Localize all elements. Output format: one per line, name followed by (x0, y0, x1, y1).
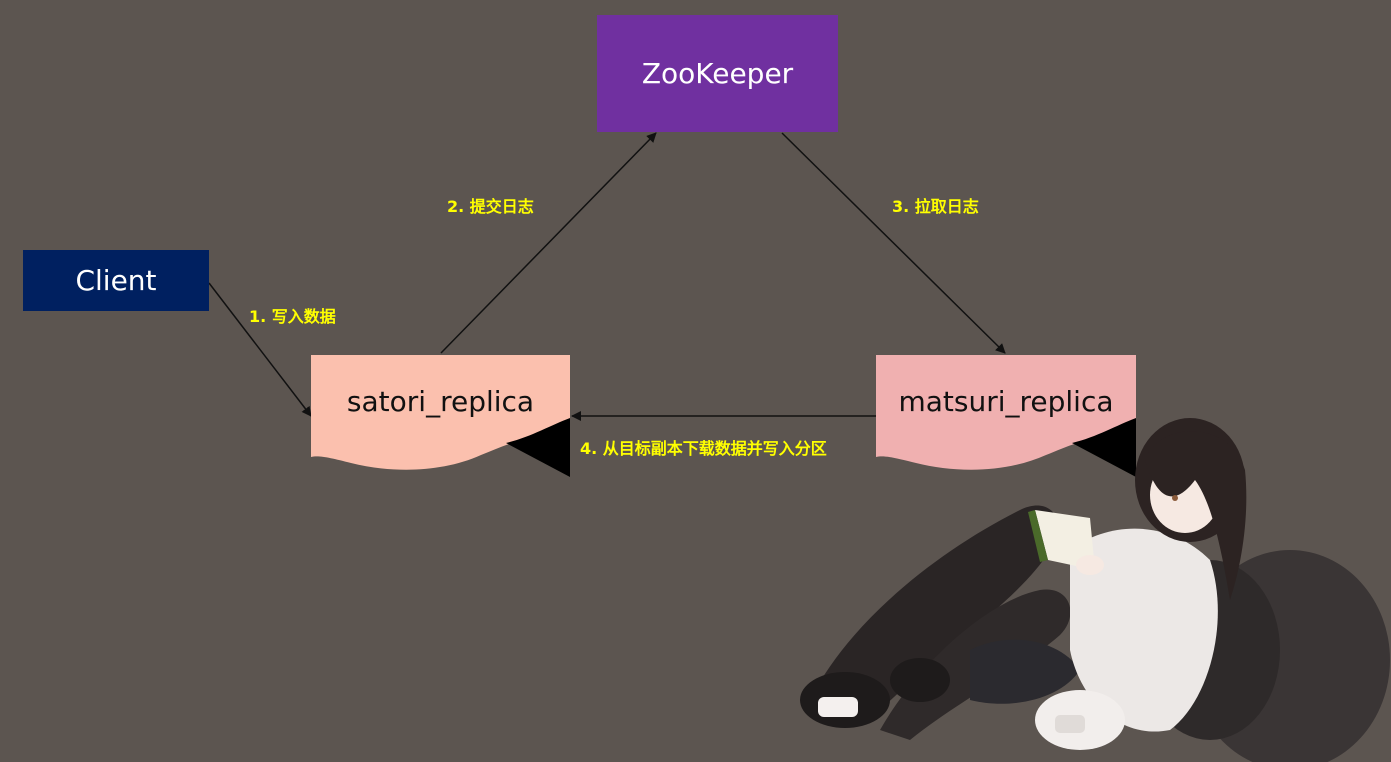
edge-label-pull-log: 3. 拉取日志 (892, 197, 979, 216)
anime-girl-reading-illustration (800, 418, 1390, 762)
edge-label-commit-log: 2. 提交日志 (447, 197, 534, 216)
matsuri-replica-node: matsuri_replica (876, 355, 1136, 477)
edge-satori-to-zookeeper (440, 132, 657, 354)
satori-replica-label: satori_replica (346, 385, 535, 418)
matsuri-replica-label: matsuri_replica (898, 385, 1114, 418)
document-shape-icon (876, 355, 1136, 477)
client-label: Client (75, 264, 157, 297)
edge-label-write-data: 1. 写入数据 (249, 307, 336, 326)
zookeeper-label: ZooKeeper (641, 57, 794, 90)
zookeeper-node: ZooKeeper (597, 15, 838, 132)
satori-replica-node: satori_replica (311, 355, 570, 477)
document-shape-icon (311, 355, 570, 477)
edge-label-download-write: 4. 从目标副本下载数据并写入分区 (580, 439, 827, 458)
client-node: Client (23, 250, 209, 311)
edge-client-to-satori (208, 282, 312, 417)
edge-zookeeper-to-matsuri (781, 132, 1006, 354)
